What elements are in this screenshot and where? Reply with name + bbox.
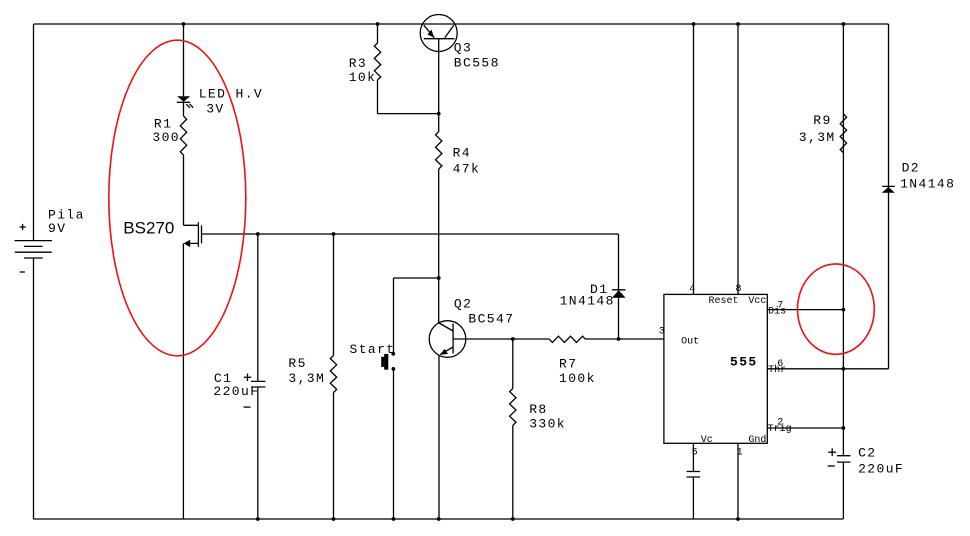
svg-text:Vc: Vc <box>701 435 713 446</box>
svg-text:330k: 330k <box>529 417 566 432</box>
svg-text:R5: R5 <box>288 356 306 371</box>
svg-text:4: 4 <box>689 284 695 295</box>
svg-text:7: 7 <box>777 300 783 311</box>
svg-text:1: 1 <box>737 447 743 458</box>
svg-text:Trig: Trig <box>768 423 792 435</box>
svg-text:Thr: Thr <box>768 364 786 376</box>
svg-text:R4: R4 <box>453 146 471 161</box>
svg-text:R1: R1 <box>154 117 172 132</box>
svg-text:R7: R7 <box>559 357 577 372</box>
svg-text:220uF: 220uF <box>213 384 259 399</box>
svg-text:Gnd: Gnd <box>748 434 766 446</box>
svg-text:Q3: Q3 <box>454 41 472 56</box>
svg-text:D2: D2 <box>902 161 920 176</box>
svg-text:47k: 47k <box>453 161 481 176</box>
svg-text:R3: R3 <box>349 56 367 71</box>
svg-text:C1: C1 <box>214 371 232 386</box>
svg-text:3V: 3V <box>206 102 224 117</box>
svg-text:555: 555 <box>730 355 758 370</box>
svg-text:C2: C2 <box>858 445 876 460</box>
svg-text:BC547: BC547 <box>468 311 514 326</box>
svg-text:Dis: Dis <box>768 305 786 317</box>
svg-text:LED H.V: LED H.V <box>199 87 263 102</box>
svg-text:Q2: Q2 <box>454 296 472 311</box>
svg-text:R8: R8 <box>529 402 547 417</box>
svg-text:3,3M: 3,3M <box>288 371 325 386</box>
svg-text:8: 8 <box>736 284 742 295</box>
svg-text:BC558: BC558 <box>454 55 500 70</box>
svg-text:3,3M: 3,3M <box>799 130 836 145</box>
svg-text:D1: D1 <box>590 282 608 297</box>
svg-text:Pila: Pila <box>48 208 85 223</box>
svg-text:1N4148: 1N4148 <box>900 177 955 192</box>
svg-text:BS270: BS270 <box>123 218 174 237</box>
svg-text:1N4148: 1N4148 <box>560 294 615 309</box>
svg-text:Out: Out <box>681 336 699 347</box>
svg-text:Reset: Reset <box>709 296 739 307</box>
svg-text:R9: R9 <box>813 113 831 128</box>
svg-text:3: 3 <box>659 327 665 338</box>
svg-text:6: 6 <box>777 359 783 370</box>
svg-text:5: 5 <box>692 447 698 458</box>
svg-text:100k: 100k <box>559 371 596 386</box>
svg-text:220uF: 220uF <box>858 462 904 477</box>
svg-text:10k: 10k <box>349 70 377 85</box>
svg-text:9V: 9V <box>48 221 66 236</box>
svg-text:300: 300 <box>152 130 180 145</box>
svg-text:2: 2 <box>777 418 783 429</box>
svg-text:Start: Start <box>350 342 396 357</box>
svg-text:Vcc: Vcc <box>748 296 766 307</box>
